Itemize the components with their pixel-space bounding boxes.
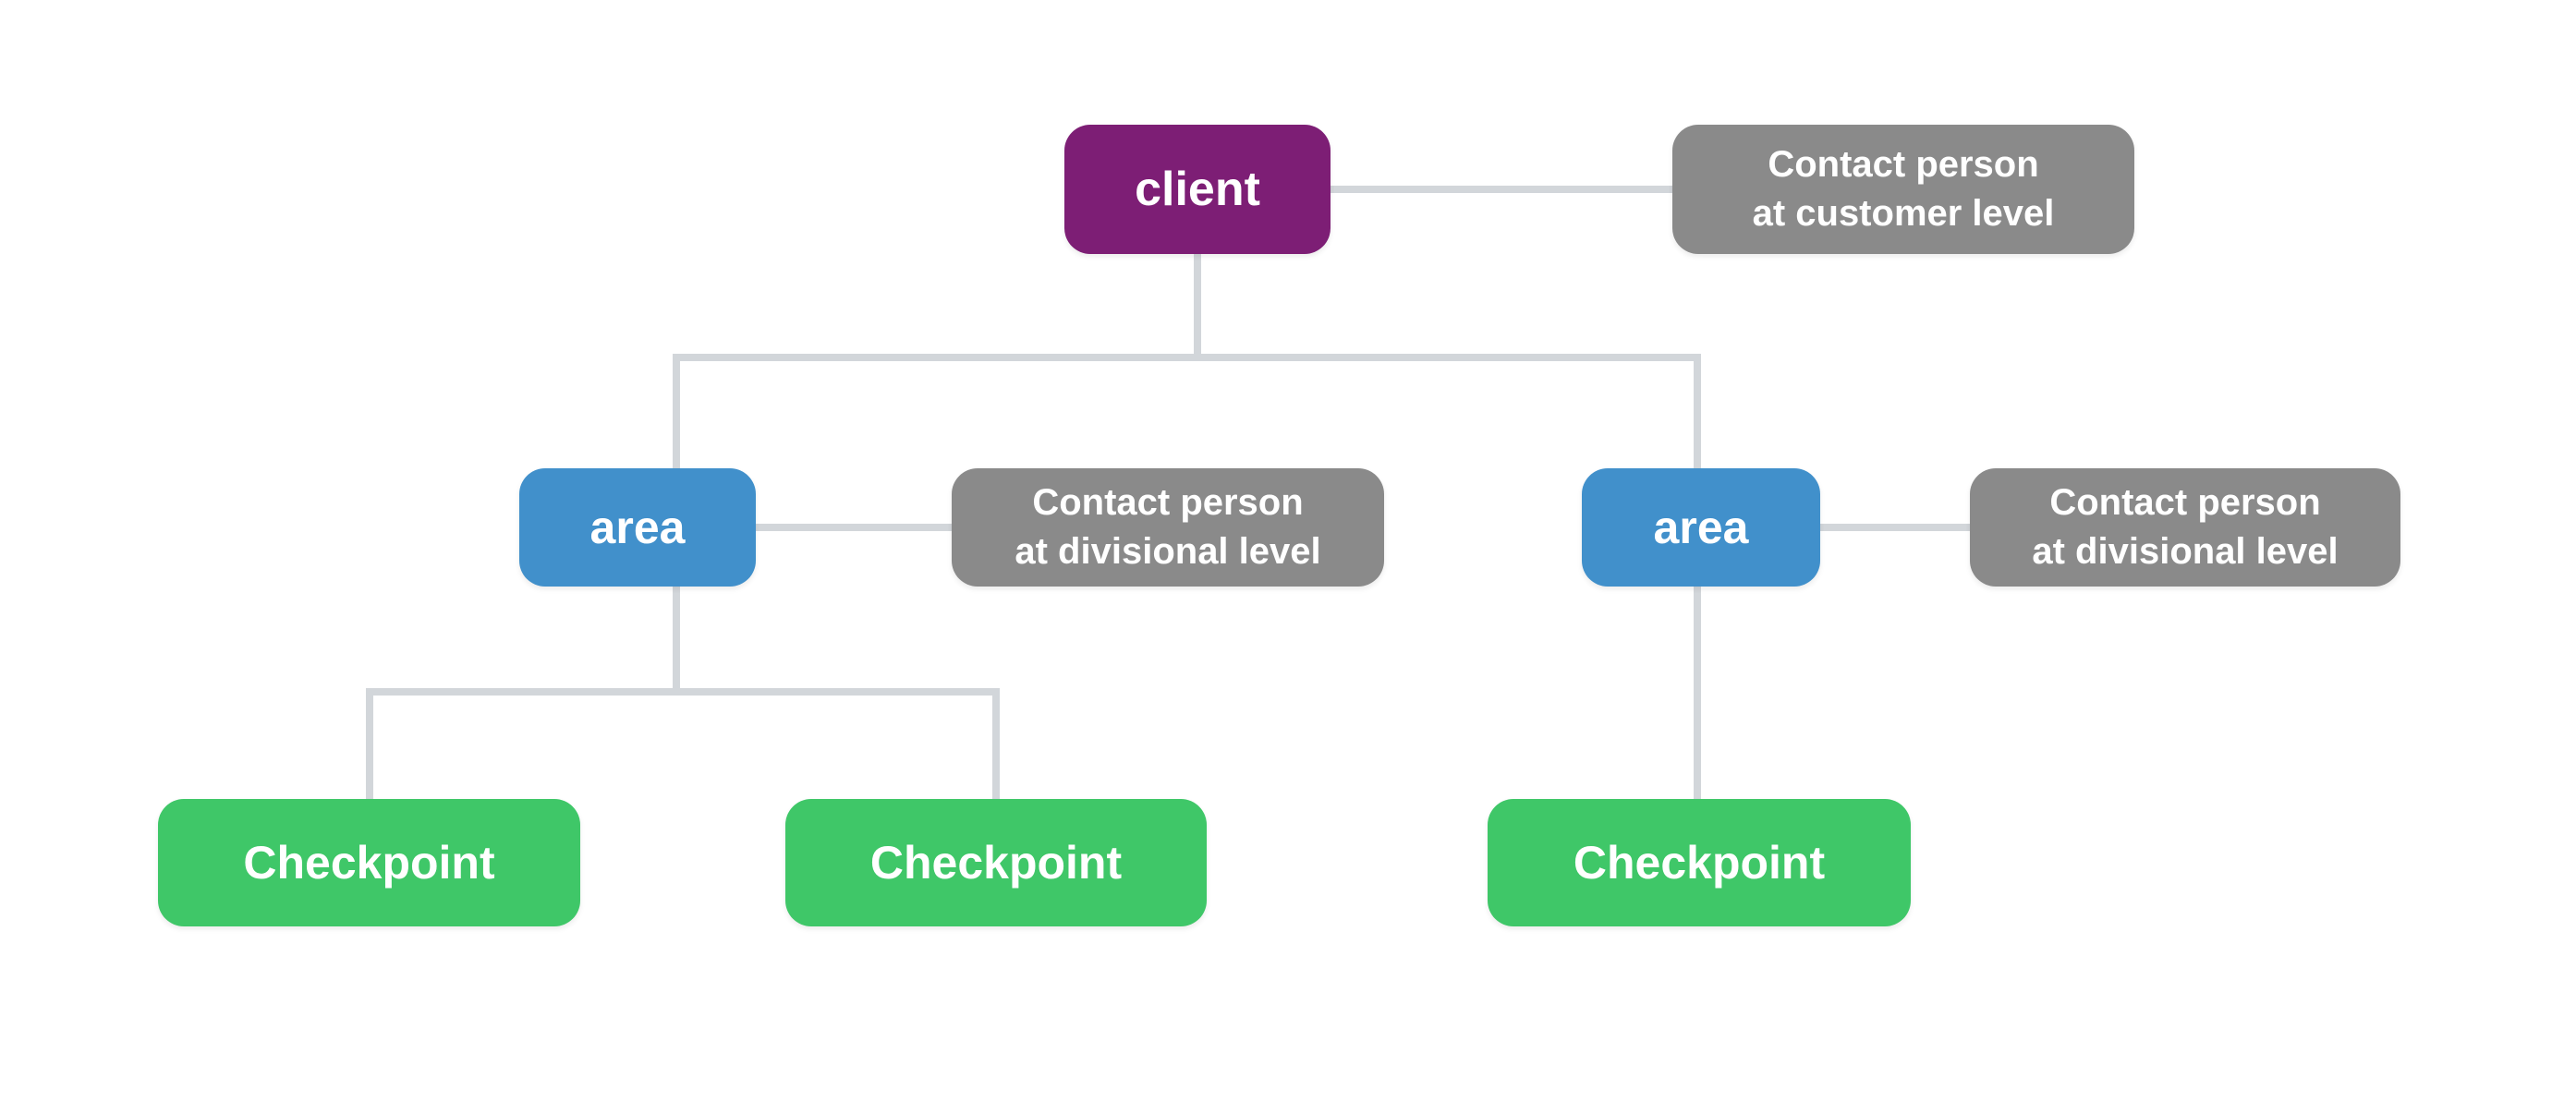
connector-drop-to-area-left	[673, 354, 680, 468]
connector-drop-to-checkpoint-middle	[992, 688, 1000, 799]
connector-area-left-to-divisional-contact	[756, 524, 952, 531]
contact-person-divisional-level-right-node: Contact person at divisional level	[1970, 468, 2400, 587]
checkpoint-right-node: Checkpoint	[1488, 799, 1911, 926]
connector-drop-to-checkpoint-left	[366, 688, 373, 799]
connector-client-to-customer-contact	[1331, 186, 1672, 193]
checkpoint-middle-node: Checkpoint	[785, 799, 1207, 926]
contact-person-divisional-level-left-node: Contact person at divisional level	[952, 468, 1384, 587]
connector-area-left-down	[673, 587, 680, 696]
client-node: client	[1064, 125, 1331, 254]
area-right-node: area	[1582, 468, 1820, 587]
connector-top-horizontal-bar	[673, 354, 1701, 361]
connector-drop-to-area-right	[1694, 354, 1701, 468]
connector-area-right-to-divisional-contact	[1820, 524, 1970, 531]
area-left-node: area	[519, 468, 756, 587]
contact-person-customer-level-node: Contact person at customer level	[1672, 125, 2134, 254]
connector-lower-horizontal-bar	[366, 688, 1000, 696]
connector-area-right-to-checkpoint	[1694, 587, 1701, 799]
checkpoint-left-node: Checkpoint	[158, 799, 580, 926]
connector-client-down	[1194, 254, 1201, 357]
